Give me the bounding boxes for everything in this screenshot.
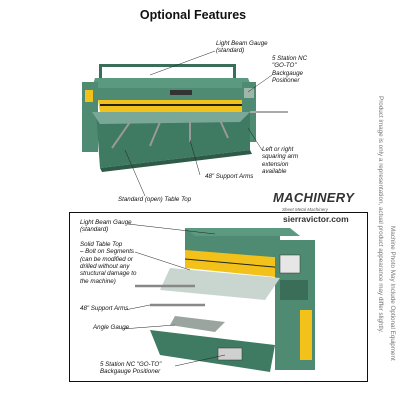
callout-table-top-top: Standard (open) Table Top <box>118 196 192 203</box>
side-note-optional-equipment: Machine Photo May Include Optional Equip… <box>389 226 396 361</box>
page-title: Optional Features <box>139 8 247 22</box>
callout-angle-gauge: Angle Gauge <box>93 324 130 331</box>
callout-support-arms-top: 48" Support Arms <box>205 173 254 180</box>
detail-frame <box>69 212 368 382</box>
callout-light-beam-gauge-top: Light Beam Gauge (standard) <box>216 40 268 55</box>
watermark-url: sierravictor.com <box>282 214 350 224</box>
callout-support-arms-bottom: 48" Support Arms <box>80 305 129 312</box>
callout-solid-table-top: Solid Table Top – Bolt on Segments (can … <box>80 241 137 285</box>
callout-backgauge-bottom: 5 Station NC "GO-TO" Backgauge Positione… <box>100 361 162 376</box>
watermark-brand: MACHINERY <box>273 190 355 205</box>
callout-squaring-arm: Left or right squaring arm extension ava… <box>262 146 299 175</box>
side-note-product-image: Product image is only a representation, … <box>377 96 384 334</box>
callout-backgauge-top: 5 Station NC "GO-TO" Backgauge Positione… <box>272 55 308 84</box>
callout-light-beam-gauge-bottom: Light Beam Gauge (standard) <box>80 219 132 234</box>
watermark-tagline: Sheet Metal Machinery <box>282 207 329 212</box>
